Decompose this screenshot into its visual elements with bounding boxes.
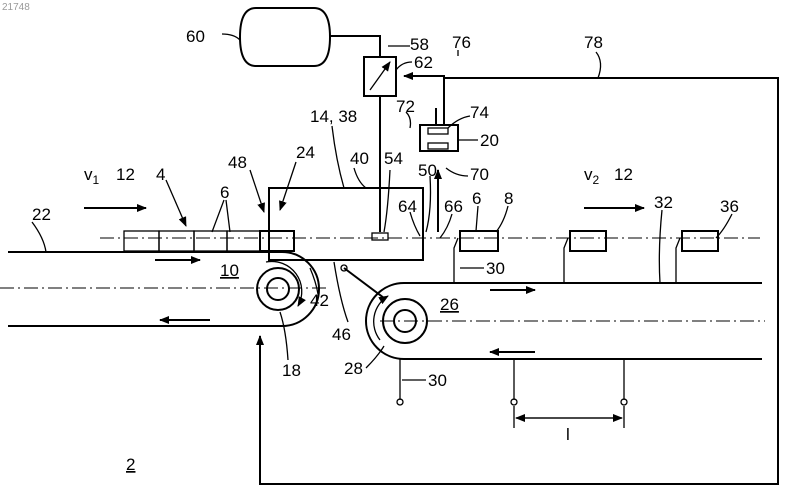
holder-30-right bbox=[621, 359, 627, 405]
watermark-text: 21748 bbox=[2, 2, 30, 13]
label-24: 24 bbox=[296, 143, 315, 162]
leader-54 bbox=[384, 170, 390, 232]
leader-22 bbox=[32, 222, 46, 252]
tank-60 bbox=[240, 8, 330, 66]
label-26: 26 bbox=[440, 295, 459, 314]
label-48: 48 bbox=[228, 153, 247, 172]
leader-24 bbox=[280, 162, 296, 210]
label-v1: v1 bbox=[84, 165, 100, 187]
label-40: 40 bbox=[350, 149, 369, 168]
label-30b: 30 bbox=[428, 371, 447, 390]
label-14-38: 14, 38 bbox=[310, 107, 357, 126]
holder-30-mid bbox=[511, 359, 517, 405]
label-42: 42 bbox=[310, 291, 329, 310]
container-8-b bbox=[564, 231, 606, 283]
supply-line-58 bbox=[330, 36, 380, 57]
leader-18 bbox=[280, 312, 288, 360]
label-70: 70 bbox=[470, 165, 489, 184]
label-62: 62 bbox=[414, 53, 433, 72]
leader-60 bbox=[222, 34, 240, 40]
label-12a: 12 bbox=[116, 165, 135, 184]
control-valve-62 bbox=[364, 57, 396, 96]
pulley-28 bbox=[374, 296, 427, 343]
label-28: 28 bbox=[344, 359, 363, 378]
label-l: l bbox=[566, 425, 570, 444]
label-60: 60 bbox=[186, 27, 205, 46]
conveyor-10 bbox=[8, 252, 319, 326]
leader-48 bbox=[250, 170, 264, 212]
label-76: 76 bbox=[452, 33, 471, 52]
label-2: 2 bbox=[126, 455, 135, 474]
label-30a: 30 bbox=[486, 259, 505, 278]
leader-40 bbox=[354, 168, 366, 188]
label-50: 50 bbox=[418, 161, 437, 180]
pulley-18 bbox=[257, 261, 302, 310]
controller-20 bbox=[420, 125, 458, 151]
leader-4 bbox=[166, 180, 186, 226]
nozzle-54 bbox=[372, 233, 388, 240]
leader-6a2 bbox=[226, 200, 230, 232]
label-10: 10 bbox=[220, 261, 239, 280]
holder-30-left bbox=[397, 359, 403, 405]
leader-32 bbox=[659, 210, 662, 283]
label-66: 66 bbox=[444, 197, 463, 216]
leader-62 bbox=[396, 62, 412, 70]
leader-78 bbox=[596, 52, 601, 78]
label-32: 32 bbox=[654, 193, 673, 212]
label-4: 4 bbox=[156, 165, 165, 184]
leader-8 bbox=[496, 206, 508, 232]
label-18: 18 bbox=[282, 361, 301, 380]
leader-28 bbox=[366, 346, 384, 368]
leader-70 bbox=[446, 168, 468, 176]
guide-arm-46 bbox=[341, 265, 384, 298]
leader-50 bbox=[426, 176, 431, 232]
label-54: 54 bbox=[384, 149, 403, 168]
label-v2: v2 bbox=[584, 165, 600, 187]
label-6a: 6 bbox=[220, 183, 229, 202]
label-78: 78 bbox=[584, 33, 603, 52]
label-64: 64 bbox=[398, 197, 417, 216]
label-12b: 12 bbox=[614, 165, 633, 184]
label-6b: 6 bbox=[472, 189, 481, 208]
label-8: 8 bbox=[504, 189, 513, 208]
label-74: 74 bbox=[470, 103, 489, 122]
leader-66 bbox=[440, 214, 452, 238]
leader-6b bbox=[476, 206, 478, 231]
label-20: 20 bbox=[480, 131, 499, 150]
label-36: 36 bbox=[720, 197, 739, 216]
leader-14-38 bbox=[332, 126, 344, 188]
label-72: 72 bbox=[396, 97, 415, 116]
container-8-c bbox=[676, 231, 718, 283]
label-58: 58 bbox=[410, 35, 429, 54]
label-46: 46 bbox=[332, 325, 351, 344]
label-22: 22 bbox=[32, 205, 51, 224]
leader-6a bbox=[212, 200, 224, 232]
